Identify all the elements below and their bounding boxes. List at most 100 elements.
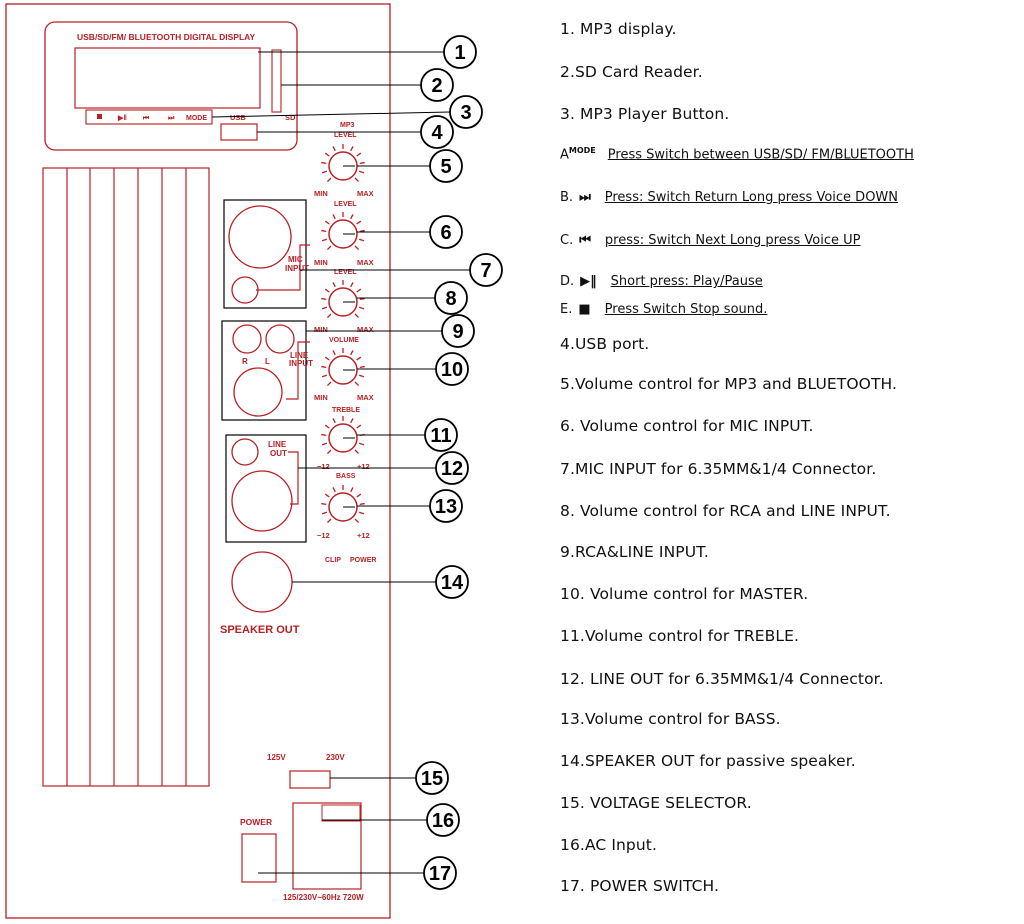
callout-number-3: 3	[460, 102, 471, 124]
legend-item-12: 12. LINE OUT for 6.35MM&1/4 Connector.	[560, 670, 884, 688]
legend-item-5: 5.Volume control for MP3 and BLUETOOTH.	[560, 375, 898, 393]
callout-4: 4	[257, 115, 454, 149]
callout-6: 6	[357, 215, 463, 249]
line-out-jack-large	[231, 470, 293, 532]
mp3-level-label: LEVEL	[334, 132, 357, 139]
legend-item-9: 9.RCA&LINE INPUT.	[560, 543, 709, 561]
legend-item-17: 17. POWER SWITCH.	[560, 877, 720, 895]
legend-sub-d-desc: Short press: Play/Pause	[610, 274, 763, 289]
callout-number-2: 2	[431, 75, 442, 97]
bass-label: BASS	[336, 473, 356, 480]
prev-button-icon: ⏮	[143, 115, 150, 122]
volume-label: VOLUME	[329, 337, 359, 344]
callout-16: 16	[322, 803, 460, 837]
stop-button-icon	[97, 114, 102, 119]
callout-17: 17	[258, 856, 457, 890]
prev-track-icon: ⏮	[579, 233, 591, 248]
mp3-display-screen	[74, 47, 261, 109]
amplifier-panel-diagram: USB/SD/FM/ BLUETOOTH DIGITAL DISPLAY SD …	[5, 3, 503, 919]
callout-2: 2	[281, 68, 454, 102]
legend-sub-d: D. ▶‖ Short press: Play/Pause	[560, 274, 763, 289]
voltage-125-label: 125V	[267, 753, 286, 762]
line-out-label-1: LINE	[268, 440, 287, 449]
legend-item-13: 13.Volume control for BASS.	[560, 710, 781, 728]
ac-input-socket	[321, 804, 361, 822]
legend-item-10: 10. Volume control for MASTER.	[560, 585, 809, 603]
clip-led-label: CLIP	[325, 557, 341, 564]
rca-jack-l	[265, 324, 295, 354]
callout-number-4: 4	[431, 122, 443, 144]
mic-input-box	[223, 199, 307, 309]
voltage-selector	[289, 770, 331, 789]
bass-minus-label: −12	[317, 531, 330, 540]
line-level-label: LEVEL	[334, 269, 357, 276]
legend-item-11: 11.Volume control for TREBLE.	[560, 627, 800, 645]
callout-number-7: 7	[480, 260, 491, 282]
callout-7: 7	[300, 253, 503, 287]
legend-sub-e-desc: Press Switch Stop sound.	[604, 302, 768, 317]
callout-number-15: 15	[421, 768, 443, 790]
mode-button-label: MODE	[186, 115, 207, 122]
mic-level-label: LEVEL	[334, 201, 357, 208]
legend-sub-d-letter: D.	[560, 274, 575, 289]
mode-symbol: MODE	[568, 146, 596, 155]
mic-jack-large	[228, 205, 292, 269]
mic-input-label-1: MIC	[288, 255, 303, 264]
legend-item-4: 4.USB port.	[560, 335, 650, 353]
legend-sub-e: E.■Press Switch Stop sound.	[560, 302, 767, 317]
legend-sub-b-desc: Press: Switch Return Long press Voice DO…	[604, 190, 899, 205]
line-out-jack-small	[231, 438, 259, 466]
sd-card-slot	[271, 49, 282, 113]
power-led-label: POWER	[350, 557, 376, 564]
line-input-label-2: INPUT	[289, 359, 313, 368]
legend-item-2: 2.SD Card Reader.	[560, 63, 703, 81]
callout-13: 13	[357, 489, 463, 523]
callout-10: 10	[357, 352, 469, 386]
legend-sub-b: B.⏭Press: Switch Return Long press Voice…	[560, 190, 898, 205]
legend-sub-b-letter: B.	[560, 190, 574, 205]
volume-min-label: MIN	[314, 393, 328, 402]
ac-rating-label: 125/230V~60Hz 720W	[283, 893, 364, 902]
mic-jack-small	[231, 276, 259, 304]
callout-8: 8	[357, 281, 468, 315]
legend-item-15: 15. VOLTAGE SELECTOR.	[560, 794, 752, 812]
callout-11: 11	[357, 418, 458, 452]
legend-item-16: 16.AC Input.	[560, 836, 657, 854]
speaker-out-jack	[231, 551, 293, 613]
callout-15: 15	[330, 761, 449, 795]
sd-label: SD	[285, 113, 296, 122]
next-button-icon: ⏭	[168, 115, 175, 122]
callout-number-9: 9	[452, 321, 463, 343]
callout-number-1: 1	[454, 42, 465, 64]
usb-label: USB	[230, 113, 246, 122]
mic-max-label: MAX	[357, 258, 374, 267]
legend-item-14: 14.SPEAKER OUT for passive speaker.	[560, 752, 856, 770]
callout-5: 5	[357, 149, 463, 183]
play-pause-button-icon: ▶‖	[117, 115, 127, 122]
legend-sub-a-desc: Press Switch between USB/SD/ FM/BLUETOOT…	[607, 147, 914, 163]
rca-l-label: L	[265, 357, 270, 366]
display-title: USB/SD/FM/ BLUETOOTH DIGITAL DISPLAY	[77, 32, 256, 42]
line-level-knob	[321, 280, 365, 319]
legend-item-6: 6. Volume control for MIC INPUT.	[560, 417, 814, 435]
play-pause-icon: ▶‖	[580, 274, 597, 289]
line-input-label-1: LINE	[290, 351, 309, 360]
line-out-bracket	[288, 451, 299, 505]
treble-knob	[321, 416, 365, 455]
line-out-label-2: OUT	[270, 449, 287, 458]
callout-9: 9	[306, 314, 475, 348]
callout-12: 12	[298, 451, 469, 485]
callout-number-13: 13	[435, 496, 457, 518]
line-input-bracket	[286, 341, 310, 400]
treble-minus-label: −12	[317, 462, 330, 471]
legend-sub-c-desc: press: Switch Next Long press Voice UP	[604, 233, 861, 248]
mic-level-knob	[321, 212, 365, 251]
legend-sub-c-letter: C.	[560, 233, 574, 248]
line-out-box	[225, 434, 307, 543]
ac-input-frame	[292, 802, 362, 890]
mic-bracket	[256, 244, 310, 291]
panel-outline	[5, 3, 391, 919]
mp3-min-label: MIN	[314, 189, 328, 198]
rca-jack-r	[232, 324, 262, 354]
